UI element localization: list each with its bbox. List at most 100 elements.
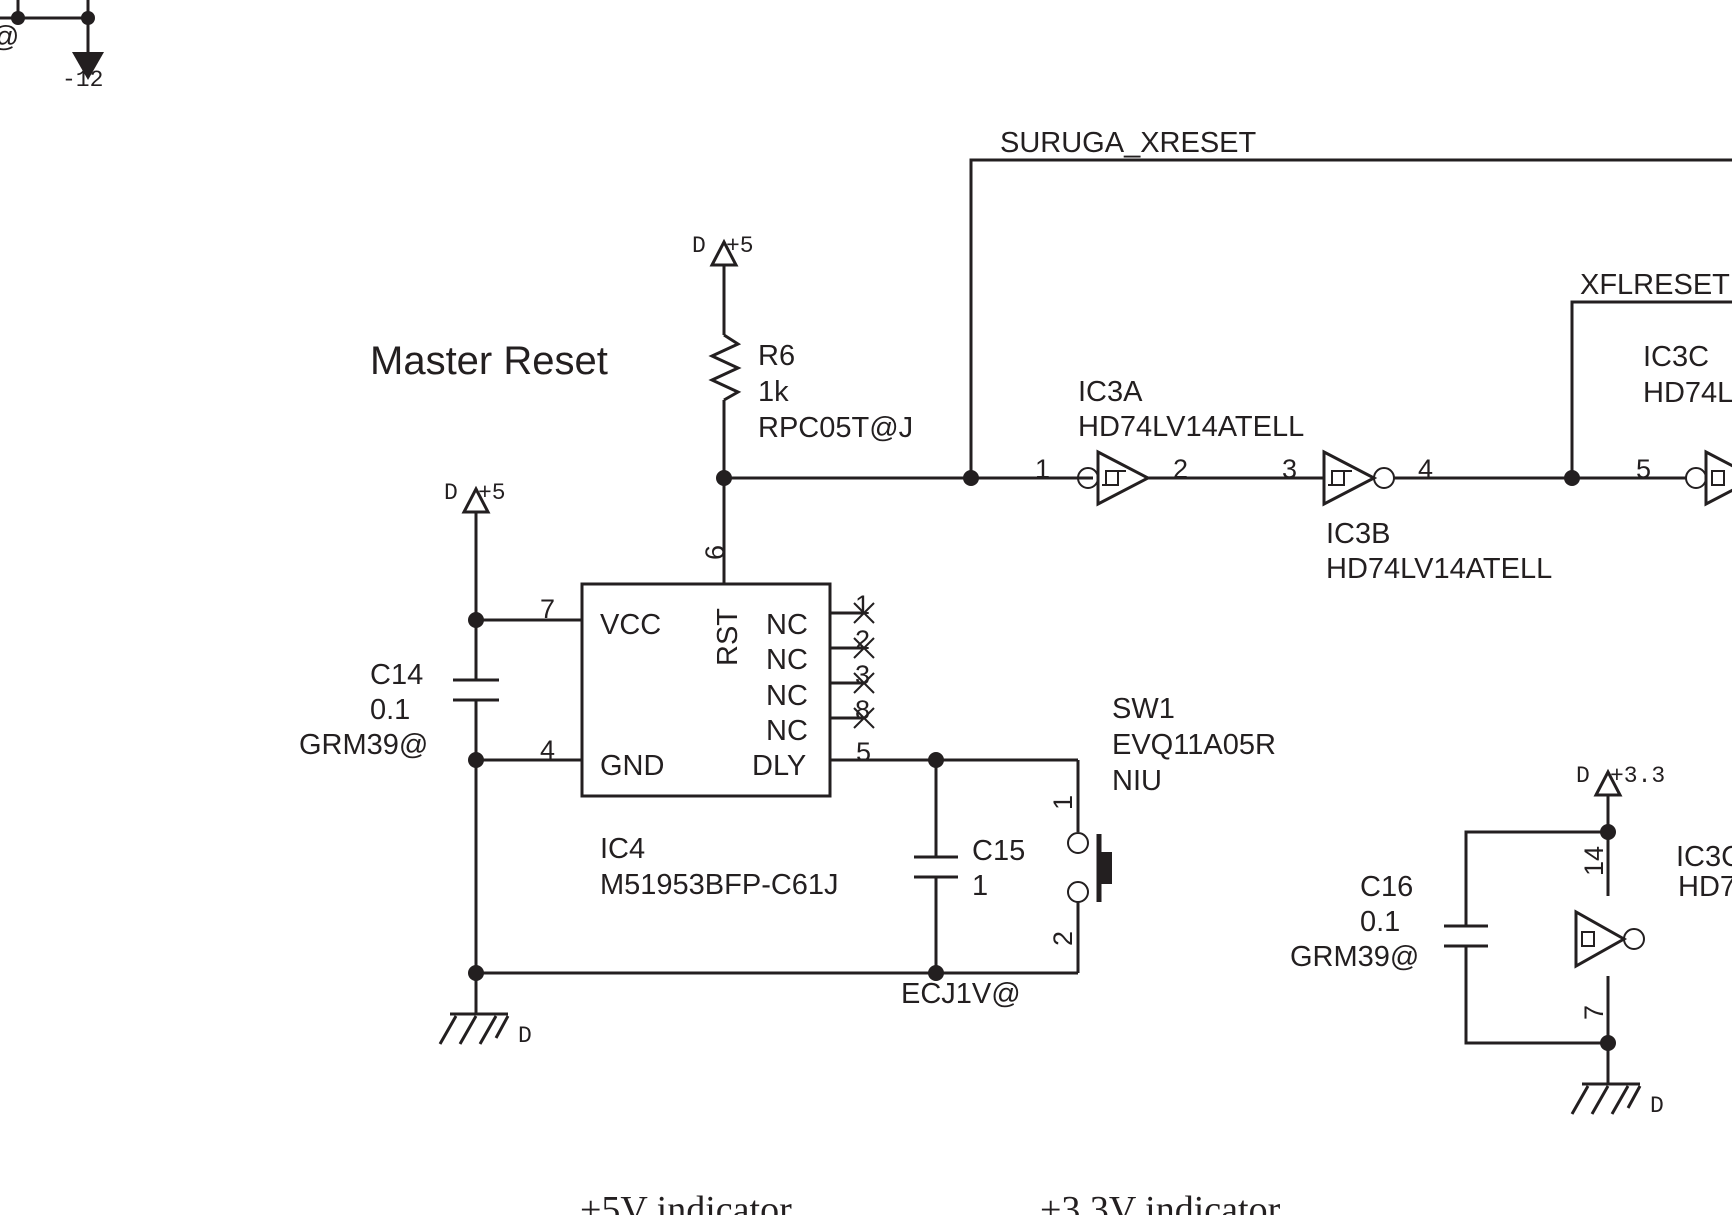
ground-symbol-left: D [438, 973, 532, 1049]
ic3-power-part: HD7 [1678, 871, 1732, 903]
sw1-note: NIU [1112, 765, 1162, 797]
c16-value: 0.1 [1360, 906, 1400, 938]
pin-number: 7 [540, 594, 555, 624]
inverter-triangle [1574, 909, 1628, 969]
pin-number: 3 [855, 660, 870, 690]
pin-number: 6 [700, 545, 730, 560]
pin-name-gnd: GND [600, 750, 664, 782]
c14-ref: C14 [370, 659, 423, 691]
ic3c-part: HD74L [1643, 377, 1732, 409]
suruga-xreset-wire [969, 158, 1732, 478]
pin-number: 3 [1282, 454, 1297, 484]
d5-top-supply: D +5 [692, 233, 754, 335]
switch-pin-number: 2 [1048, 931, 1078, 946]
switch-contact [1067, 832, 1089, 854]
supply-prefix: D [692, 233, 706, 259]
inverter-bubble [1623, 928, 1645, 950]
schmitt-mark [1331, 470, 1345, 486]
pin-number: 7 [1579, 1005, 1609, 1020]
supply-prefix: D [444, 480, 458, 506]
pin-number: 2 [1173, 454, 1188, 484]
ic3-power-unit: 14 7 IC3C HD7 [1574, 832, 1732, 1043]
ic3a-ref: IC3A [1078, 376, 1143, 408]
no-connect-mark [853, 672, 875, 694]
schmitt-mark [1581, 931, 1595, 947]
supply-label: +3.3 [1610, 763, 1665, 789]
ic3b-ref: IC3B [1326, 518, 1390, 550]
ground-symbol-right: D [1570, 1043, 1664, 1119]
wire [1464, 830, 1608, 926]
ground-label: D [518, 1023, 532, 1049]
inverter-bubble [1685, 467, 1707, 489]
wire [1464, 946, 1608, 1045]
junction-dot [81, 11, 95, 25]
pin-name-nc3: NC [766, 680, 808, 712]
xflreset-wire [1570, 300, 1732, 478]
schmitt-mark [1711, 470, 1725, 486]
pin-number: 1 [1035, 454, 1050, 484]
capacitor-c15: C15 1 ECJ1V@ [901, 760, 1025, 1010]
section-label-3v3: +3.3V indicator [1040, 1189, 1281, 1215]
pin-number: 4 [540, 735, 555, 765]
switch-button [1100, 852, 1112, 884]
section-label-5v: +5V indicator [580, 1189, 792, 1215]
page-title: Master Reset [370, 339, 608, 383]
no-connect-mark [853, 707, 875, 729]
net-suruga-xreset: SURUGA_XRESET [1000, 127, 1257, 159]
ic3-power-ref: IC3C [1676, 841, 1732, 873]
ic3a-part: HD74LV14ATELL [1078, 411, 1304, 443]
ic4-part: M51953BFP-C61J [600, 869, 839, 901]
pin-number: 4 [1418, 454, 1433, 484]
pin-name-nc4: NC [766, 715, 808, 747]
switch-pin-number: 1 [1048, 795, 1078, 810]
schmitt-mark [1328, 470, 1352, 486]
inverter-triangle [1096, 449, 1152, 507]
schmitt-mark [1102, 470, 1126, 486]
r6-part: RPC05T@J [758, 412, 913, 444]
c15-part: ECJ1V@ [901, 978, 1021, 1010]
neg12-label: -12 [62, 67, 103, 93]
supply-label: +5 [478, 480, 506, 506]
sw1-part: EVQ11A05R [1112, 729, 1276, 761]
pin-name-dly: DLY [752, 750, 806, 782]
pin-number: 5 [856, 737, 871, 767]
pin-number: 14 [1579, 846, 1609, 876]
no-connect-mark [853, 602, 875, 624]
pin-number: 5 [1636, 454, 1651, 484]
switch-contact [1067, 881, 1089, 903]
inverter-ic3a: 1 2 IC3A HD74LV14ATELL [1035, 376, 1324, 507]
inverter-ic3b: 3 4 IC3B HD74LV14ATELL [1282, 449, 1686, 585]
inverter-triangle [1704, 449, 1732, 507]
ic3c-ref: IC3C [1643, 341, 1709, 373]
r6-value: 1k [758, 376, 789, 408]
pin-name-vcc: VCC [600, 609, 661, 641]
no-connect-mark [853, 637, 875, 659]
switch-sw1: 1 2 SW1 EVQ11A05R NIU [1048, 693, 1276, 973]
pin-name-nc1: NC [766, 609, 808, 641]
ic4-ref: IC4 [600, 833, 645, 865]
clipped-label-fragment: @ [0, 21, 19, 53]
pin-number: 1 [855, 590, 870, 620]
pin-name-rst: RST [712, 608, 744, 666]
r6-ref: R6 [758, 340, 795, 372]
c14-part: GRM39@ [299, 729, 428, 761]
supply-label: +5 [726, 233, 754, 259]
resistor-r6: R6 1k RPC05T@J [708, 333, 913, 478]
c15-ref: C15 [972, 835, 1025, 867]
neg12-fragment: -12 @ [0, 0, 104, 93]
d5-left-supply: D +5 [444, 480, 506, 680]
sw1-ref: SW1 [1112, 693, 1175, 725]
schmitt-mark [1105, 470, 1119, 486]
ic4-reset-supervisor: VCC GND DLY NC NC NC NC RST 7 4 5 6 1 2 … [540, 545, 875, 901]
ic3b-part: HD74LV14ATELL [1326, 553, 1552, 585]
ground-hatch [438, 1015, 510, 1045]
c16-ref: C16 [1360, 871, 1413, 903]
d33-supply: D +3.3 [1576, 763, 1665, 832]
pin-name-nc2: NC [766, 644, 808, 676]
inverter-ic3c: 5 IC3C HD74L [1636, 341, 1732, 507]
negative-supply-symbol [72, 52, 104, 80]
c14-value: 0.1 [370, 694, 410, 726]
junction-dot [11, 11, 25, 25]
net-xflreset: XFLRESET [1580, 269, 1730, 301]
